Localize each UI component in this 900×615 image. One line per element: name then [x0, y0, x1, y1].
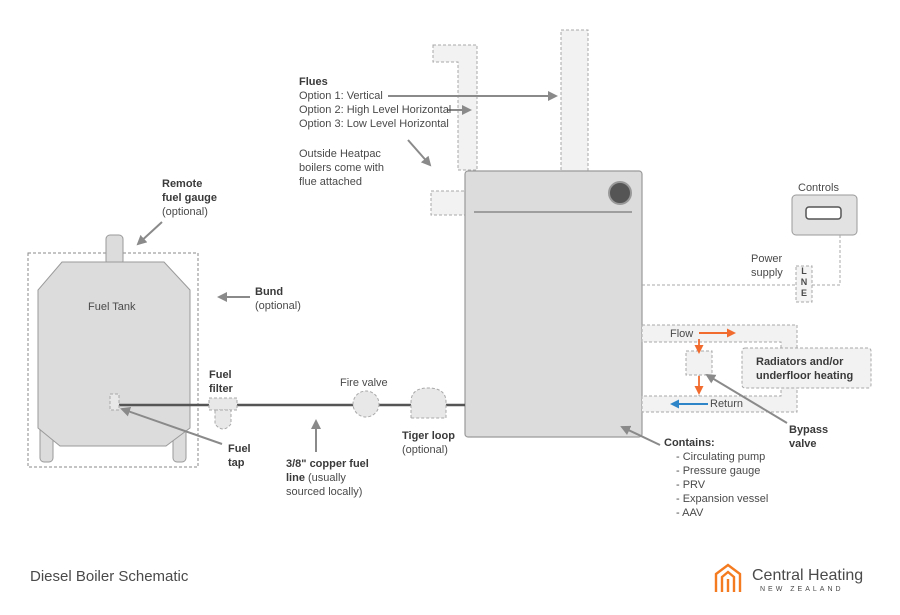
boiler-unit: [464, 170, 643, 438]
power-supply-label: Power supply: [751, 252, 783, 280]
radiators-box: [741, 347, 872, 389]
fuel-tank-label: Fuel Tank: [88, 301, 136, 313]
copper-line-label: 3/8" copper fuel line (usually sourced l…: [286, 457, 369, 499]
contains-item: - Circulating pump: [676, 451, 766, 463]
flues-note-line-3: flue attached: [299, 176, 362, 188]
copper-line-line-3: sourced locally): [286, 486, 363, 498]
contains-item: - PRV: [676, 479, 706, 491]
flue-option-2: Option 2: High Level Horizontal: [299, 104, 452, 116]
lne-terminal: L N E: [799, 266, 809, 299]
flues-note-line-1: Outside Heatpac: [299, 148, 381, 160]
radiators-line-1: Radiators and/or: [756, 356, 844, 368]
brand-name: Central Heating: [752, 567, 864, 584]
flues-heading: Flues: [299, 76, 328, 88]
fuel-filter-label: Fuel filter: [209, 368, 233, 396]
flue-option-3: Option 3: Low Level Horizontal: [299, 118, 449, 130]
radiators-line-2: underfloor heating: [756, 370, 854, 382]
contains-item: - Pressure gauge: [676, 465, 761, 477]
copper-line-word-line: line: [286, 472, 305, 484]
contains-item: - Expansion vessel: [676, 493, 769, 505]
terminal-l: L: [801, 266, 807, 276]
flues-note-line-2: boilers come with: [299, 162, 384, 174]
flues-label: Flues Option 1: Vertical Option 2: High …: [299, 75, 451, 131]
copper-line-line-1: 3/8" copper fuel: [286, 458, 369, 470]
copper-line-usually: (usually: [304, 472, 346, 484]
fuel-filter-box: [208, 397, 238, 411]
fuel-tap-line-1: Fuel: [228, 443, 251, 455]
controls-label: Controls: [798, 182, 839, 194]
power-wiring: [642, 235, 841, 303]
fire-valve-label: Fire valve: [340, 377, 388, 389]
tiger-loop-label: Tiger loop (optional): [402, 429, 455, 457]
bund-note: (optional): [255, 300, 301, 312]
power-line-1: Power: [751, 253, 783, 265]
tiger-loop-note: (optional): [402, 444, 448, 456]
tiger-loop-shape: [410, 387, 447, 419]
fuel-gauge-label: Remote fuel gauge (optional): [162, 177, 217, 219]
fuel-tank: [37, 234, 191, 463]
fuel-gauge-line-3: (optional): [162, 206, 208, 218]
bypass-valve-box: [685, 350, 713, 376]
terminal-e: E: [800, 288, 807, 298]
fuel-gauge-line-2: fuel gauge: [162, 192, 218, 204]
fuel-gauge-line-1: Remote: [162, 178, 203, 190]
fuel-tap-box: [109, 393, 120, 411]
bund-heading: Bund: [255, 286, 284, 298]
flue-options: [430, 29, 589, 216]
flow-label: Flow: [670, 328, 694, 340]
contains-label: Contains: - Circulating pump - Pressure …: [664, 436, 768, 520]
controls-unit: [791, 194, 858, 236]
fuel-filter-line-2: filter: [209, 383, 233, 395]
fuel-filter-bowl: [214, 409, 232, 430]
bund-label: Bund (optional): [255, 285, 301, 313]
fuel-tap-label: Fuel tap: [228, 442, 251, 470]
return-label: Return: [710, 398, 744, 410]
pointer-arrows: [120, 91, 788, 452]
terminal-n: N: [800, 277, 808, 287]
flue-vertical: [560, 29, 589, 174]
fuel-components: [109, 387, 447, 430]
tiger-loop-heading: Tiger loop: [402, 430, 455, 442]
page-title: Diesel Boiler Schematic: [30, 568, 189, 585]
fuel-filter-line-1: Fuel: [209, 369, 232, 381]
contains-heading: Contains:: [664, 437, 715, 449]
boiler-gauge-icon: [608, 181, 632, 205]
bypass-line-1: Bypass: [789, 424, 829, 436]
flue-high-level: [432, 44, 478, 171]
brand-subtitle: NEW ZEALAND: [760, 586, 844, 593]
contains-list: - Circulating pump - Pressure gauge - PR…: [664, 450, 768, 520]
contains-item: - AAV: [676, 507, 704, 519]
bypass-valve-label: Bypass valve: [789, 423, 828, 451]
heating-circuit: [641, 324, 872, 413]
radiators-label: Radiators and/or underfloor heating: [756, 355, 853, 383]
power-line-2: supply: [751, 267, 783, 279]
flue-low-level: [430, 190, 468, 216]
fuel-tap-line-2: tap: [228, 457, 245, 469]
brand-logo-icon: [714, 563, 742, 592]
flue-option-1: Option 1: Vertical: [299, 90, 383, 102]
flues-note: Outside Heatpac boilers come with flue a…: [299, 147, 384, 189]
bypass-line-2: valve: [789, 438, 817, 450]
fire-valve-circle: [352, 390, 380, 418]
